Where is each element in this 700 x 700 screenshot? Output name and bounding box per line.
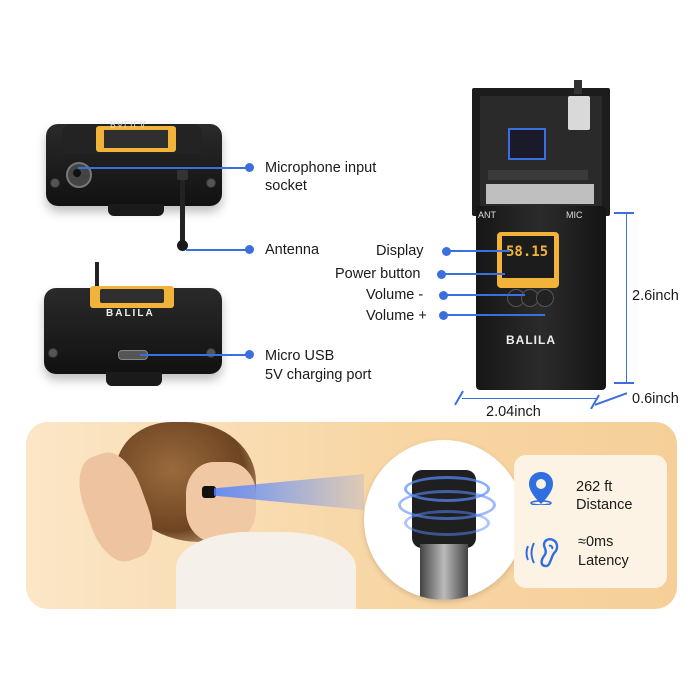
mic-closeup	[364, 440, 524, 600]
callout-dot	[439, 291, 448, 300]
screw	[50, 178, 60, 188]
callout-dot	[439, 311, 448, 320]
height-label: 2.6inch	[632, 288, 679, 304]
callout-line	[445, 294, 525, 296]
distance-value: 262 ft	[576, 479, 613, 495]
mic-input-label-2: socket	[265, 178, 307, 194]
depth-dimension-line	[594, 392, 628, 406]
ear-sound-icon	[524, 536, 564, 575]
latency-label: Latency	[578, 553, 629, 569]
callout-line	[443, 273, 505, 275]
ant-label: ANT	[478, 210, 496, 220]
callout-line	[186, 249, 248, 251]
woman-photo	[66, 422, 356, 609]
width-dimension-line	[462, 398, 598, 399]
distance-label: Distance	[576, 497, 633, 513]
receiver-brand-label: BALILA	[506, 333, 556, 347]
callout-line	[140, 354, 248, 356]
chip	[508, 128, 546, 160]
width-label: 2.04inch	[486, 404, 541, 420]
callout-dot	[437, 270, 446, 279]
belt-clip	[108, 204, 164, 216]
screw	[206, 348, 216, 358]
volume-plus-label: Volume +	[366, 308, 427, 324]
callout-dot	[245, 350, 254, 359]
lavalier-mic	[202, 486, 216, 498]
screw	[206, 178, 216, 188]
callout-line	[78, 167, 248, 169]
usb-label-2: 5V charging port	[265, 367, 372, 383]
mic-label: MIC	[566, 210, 583, 220]
antenna-label: Antenna	[265, 242, 320, 258]
mic-input-label-1: Microphone input	[265, 160, 377, 176]
antenna	[180, 172, 185, 246]
belt-clip	[106, 372, 162, 386]
display-label: Display	[376, 243, 424, 259]
callout-dot	[442, 247, 451, 256]
height-dimension-line	[626, 212, 627, 384]
antenna	[95, 262, 99, 292]
screw	[48, 348, 58, 358]
location-pin-icon	[528, 471, 554, 510]
callout-dot	[245, 163, 254, 172]
power-button-label: Power button	[335, 266, 421, 282]
brand-label: BALILA	[106, 308, 155, 319]
callout-line	[448, 250, 510, 252]
brand-label-mirrored: BALILA	[110, 119, 147, 129]
depth-label: 0.6inch	[632, 391, 679, 407]
usage-panel	[26, 422, 677, 609]
volume-plus-button	[536, 289, 554, 307]
callout-line	[445, 314, 545, 316]
latency-value: ≈0ms	[578, 534, 614, 550]
callout-dot	[245, 245, 254, 254]
usb-label-1: Micro USB	[265, 348, 335, 364]
lcd-digits: 58.15	[506, 244, 549, 260]
volume-minus-label: Volume -	[366, 287, 424, 303]
